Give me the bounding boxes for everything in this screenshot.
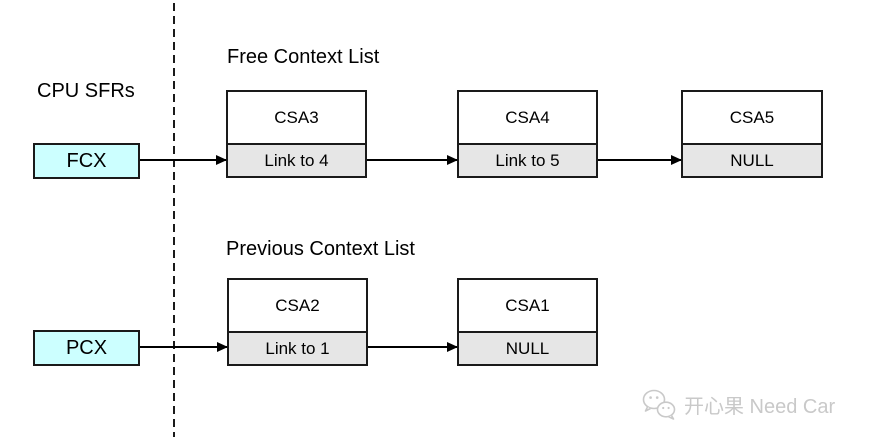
node-csa5-link: NULL <box>683 143 821 176</box>
node-csa1: CSA1 NULL <box>457 278 598 366</box>
previous-context-list-title: Previous Context List <box>226 238 415 260</box>
node-csa4: CSA4 Link to 5 <box>457 90 598 178</box>
node-csa3-link: Link to 4 <box>228 143 365 176</box>
node-csa1-name: CSA1 <box>459 280 596 331</box>
arrow-csa3-to-csa4 <box>367 159 457 161</box>
fcx-register-label: FCX <box>66 149 107 172</box>
node-csa3: CSA3 Link to 4 <box>226 90 367 178</box>
fcx-register-box: FCX <box>33 143 140 179</box>
cpu-sfrs-label: CPU SFRs <box>37 80 135 102</box>
arrow-csa2-to-csa1 <box>368 346 457 348</box>
watermark: 开心果 Need Car <box>641 387 835 421</box>
pcx-register-label: PCX <box>65 336 108 359</box>
pcx-register-box: PCX <box>33 330 140 366</box>
node-csa4-link: Link to 5 <box>459 143 596 176</box>
node-csa2-link: Link to 1 <box>229 331 366 364</box>
arrow-csa4-to-csa5 <box>598 159 681 161</box>
node-csa5: CSA5 NULL <box>681 90 823 178</box>
free-context-list-title: Free Context List <box>227 46 380 68</box>
wechat-icon <box>642 389 676 420</box>
separator-dashed-line <box>173 3 175 437</box>
node-csa2-name: CSA2 <box>229 280 366 331</box>
arrow-fcx-to-csa3 <box>140 159 226 161</box>
arrow-pcx-to-csa2 <box>140 346 227 348</box>
node-csa2: CSA2 Link to 1 <box>227 278 368 366</box>
node-csa1-link: NULL <box>459 331 596 364</box>
watermark-text: 开心果 Need Car <box>684 395 836 418</box>
node-csa4-name: CSA4 <box>459 92 596 143</box>
node-csa3-name: CSA3 <box>228 92 365 143</box>
node-csa5-name: CSA5 <box>683 92 821 143</box>
